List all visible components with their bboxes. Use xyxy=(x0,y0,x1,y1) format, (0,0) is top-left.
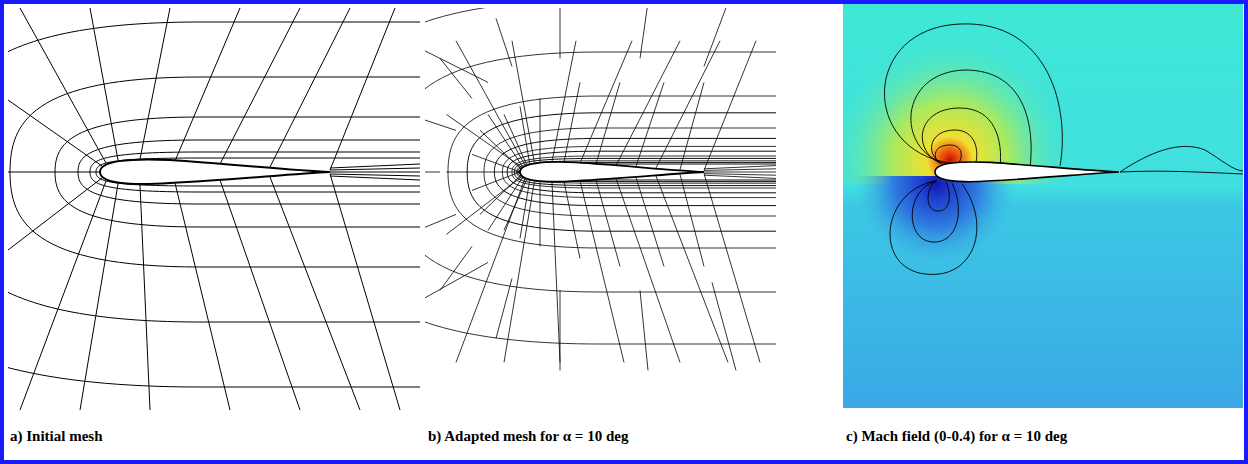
mach-field xyxy=(843,4,1243,408)
panel-caption: b) Adapted mesh for α = 10 deg xyxy=(428,427,628,445)
adapted-mesh xyxy=(425,8,776,370)
initial-mesh xyxy=(8,8,420,410)
panel-caption: c) Mach field (0-0.4) for α = 10 deg xyxy=(846,427,1067,445)
panel-caption: a) Initial mesh xyxy=(10,427,103,445)
